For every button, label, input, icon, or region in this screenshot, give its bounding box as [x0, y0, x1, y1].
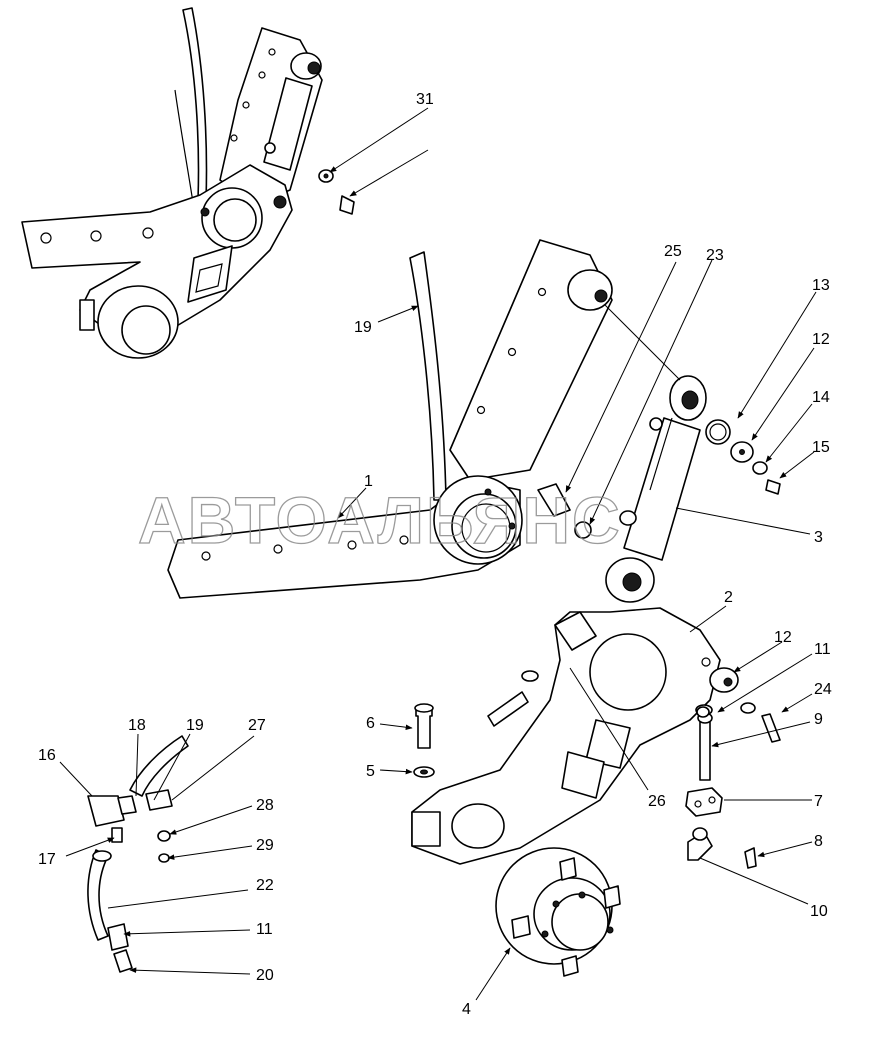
wheel-hub-part-4 [495, 847, 621, 977]
callout-6: 6 [366, 715, 375, 732]
callout-18: 18 [128, 717, 146, 734]
callout-27: 27 [248, 717, 266, 734]
callout-2: 2 [724, 589, 733, 606]
leader-lines [59, 107, 817, 1001]
callout-17: 17 [38, 851, 56, 868]
callout-21: 19 [354, 319, 372, 336]
callout-22: 22 [256, 877, 274, 894]
callout-26: 26 [648, 793, 666, 810]
bolt-and-washer-5-6 [413, 703, 435, 778]
callout-30: 31 [416, 91, 434, 108]
hydraulic-cylinder-part-3 [604, 304, 707, 603]
main-bracket-part-1 [167, 239, 613, 599]
lower-arm-part-2 [411, 607, 739, 865]
callout-28: 28 [256, 797, 274, 814]
callout-7: 7 [814, 793, 823, 810]
callout-11b: 11 [256, 921, 273, 938]
callout-numbers: 31 19 1 25 23 13 12 14 15 3 2 12 11 24 9… [38, 91, 832, 1018]
callout-4: 4 [462, 1001, 471, 1018]
callout-8: 8 [814, 833, 823, 850]
callout-29: 29 [256, 837, 274, 854]
callout-10: 10 [810, 903, 828, 920]
callout-20: 20 [256, 967, 274, 984]
callout-15: 15 [812, 439, 830, 456]
callout-3: 3 [814, 529, 823, 546]
valve-block-assembly [685, 702, 781, 869]
callout-16: 16 [38, 747, 56, 764]
assembled-arm-overview [21, 7, 323, 359]
callout-11a: 11 [814, 641, 831, 658]
callout-9: 9 [814, 711, 823, 728]
callout-12b: 12 [774, 629, 792, 646]
callout-13: 13 [812, 277, 830, 294]
cylinder-pin-hardware [537, 419, 781, 539]
bolt-30-31 [318, 169, 355, 215]
callout-23: 23 [706, 247, 724, 264]
hose-sensor-assembly [87, 735, 189, 973]
callout-12a: 12 [812, 331, 830, 348]
callout-5: 5 [366, 763, 375, 780]
callout-14: 14 [812, 389, 830, 406]
callout-25: 25 [664, 243, 682, 260]
watermark-text: АВТОАЛЬЯНС [138, 483, 622, 557]
callout-1: 1 [364, 473, 373, 490]
callout-24: 24 [814, 681, 832, 698]
callout-19: 19 [186, 717, 204, 734]
